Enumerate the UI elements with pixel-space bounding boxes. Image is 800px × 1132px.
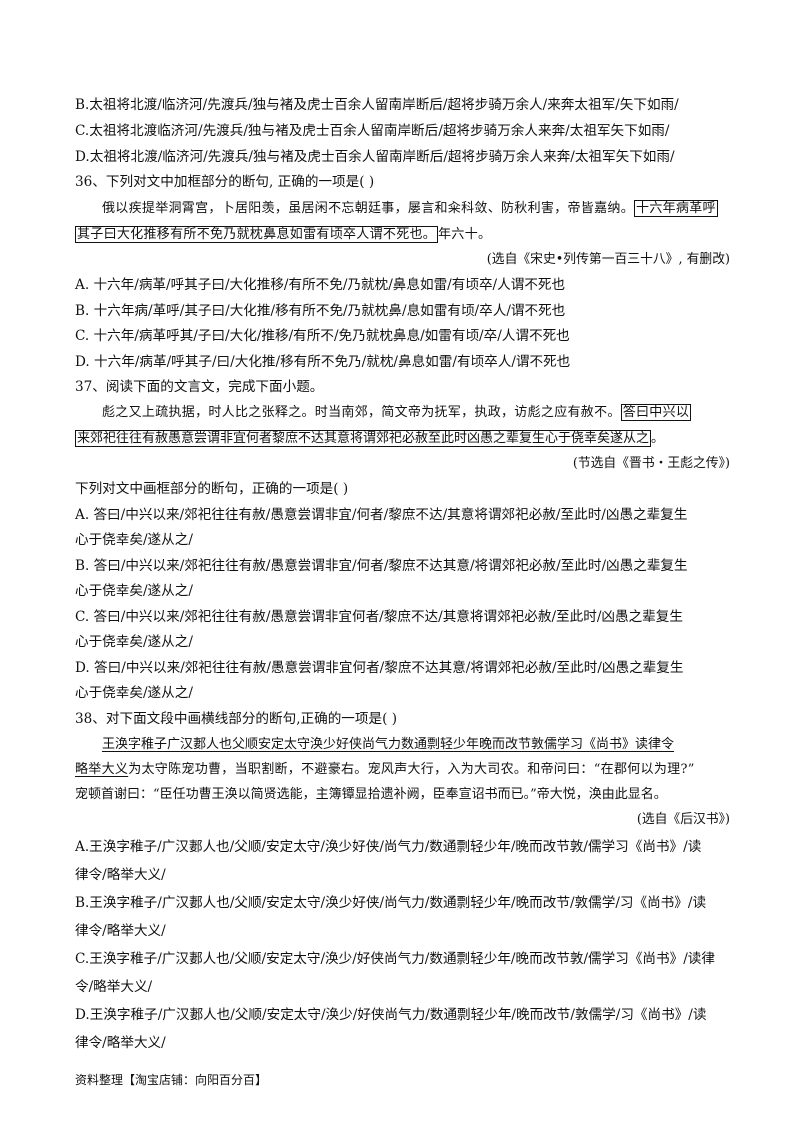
q37-option-c-line2: 心于侥幸矣/遂从之/ (75, 634, 193, 650)
q37-option-c-line1: C. 答曰/中兴以来/郊祀往往有赦/愚意尝谓非宜何者/黎庶不达/其意将谓郊祀必赦… (75, 609, 683, 625)
q35-option-b: B.太祖将北渡/临济河/先渡兵/独与褚及虎士百余人留南岸断后/超将步骑万余人/来… (75, 97, 679, 113)
q38-option-a-line2: 律令/略举大义/ (75, 867, 166, 883)
q37-passage-line1: 彪之又上疏执据，时人比之张释之。时当南郊，简文帝为抚军，执政，访彪之应有赦不。答… (75, 402, 730, 424)
q36-stem: 36、下列对文中加框部分的断句, 正确的一项是( ) (75, 174, 375, 190)
q36-boxed-part1: 十六年病革呼 (634, 200, 718, 217)
q37-prompt: 下列对文中画框部分的断句，正确的一项是( ) (75, 481, 349, 497)
q37-option-b-line1: B. 答曰/中兴以来/郊祀往往有赦/愚意尝谓非宜/何者/黎庶不达其意/将谓郊祀必… (75, 558, 688, 574)
q37-source: (节选自《晋书・王彪之传》) (572, 456, 730, 471)
q37-option-a-line2: 心于侥幸矣/遂从之/ (75, 532, 193, 548)
q38-passage-line3: 宠顿首谢曰：“臣任功曹王涣以简贤选能，主簿镡显拾遗补阙，臣奉宣诏书而已。”帝大悦… (75, 787, 667, 802)
q36-option-d: D. 十六年/病革/呼其子/曰/大化推/移有所不免乃/就枕/鼻息如雷/有顷卒人/… (75, 354, 571, 370)
q38-passage-line2: 略举大义为太守陈宠功曹，当职割断，不避豪右。宠风声大行，入为大司农。和帝问曰：“… (75, 759, 730, 781)
q35-option-d: D.太祖将北渡/临济河/先渡兵/独与褚及虎士百余人留南岸断后/超将步骑万余人来奔… (75, 149, 675, 165)
q38-option-b-line1: B.王涣字稚子/广汉郪人也/父顺/安定太守/涣少好侠/尚气力/数通剽轻少年/晚而… (75, 895, 707, 911)
q38-option-c-line2: 令/略举大义/ (75, 979, 153, 995)
q36-passage-line1: 俄以疾提举洞霄宫，卜居阳羡，虽居闲不忘朝廷事，屡言和籴科敛、防秋利害，帝皆嘉纳。… (75, 198, 730, 220)
page-footer: 资料整理【淘宝店铺：向阳百分百】 (75, 1073, 268, 1087)
q37-stem: 37、阅读下面的文言文，完成下面小题。 (75, 379, 324, 395)
q38-option-b-line2: 律令/略举大义/ (75, 923, 166, 939)
q38-option-d-line2: 律令/略举大义/ (75, 1035, 166, 1051)
q37-boxed-part1: 答曰中兴以 (620, 404, 692, 421)
q37-passage-line2: 来郊祀往往有赦愚意尝谓非宜何者黎庶不达其意将谓郊祀必赦至此时凶愚之辈复生心于侥幸… (75, 428, 730, 450)
q38-option-a-line1: A.王涣字稚子/广汉郪人也/父顺/安定太守/涣少好侠/尚气力/数通剽轻少年/晚而… (75, 839, 702, 855)
q37-option-d-line1: D. 答曰/中兴以来/郊祀往往有赦/愚意尝谓非宜何者/黎庶不达其意/将谓郊祀必赦… (75, 660, 684, 676)
q37-passage-tail: 。 (651, 431, 665, 446)
q38-underlined-part2: 略举大义 (75, 762, 129, 777)
q36-option-c: C. 十六年/病革呼其/子曰/大化/推移/有所不/免乃就枕鼻息/如雷有顷/卒/人… (75, 328, 570, 344)
q37-option-d-line2: 心于侥幸矣/遂从之/ (75, 685, 193, 701)
q38-underlined-part1: 王涣字稚子广汉郪人也父顺安定太守涣少好侠尚气力数通剽轻少年晚而改节敦儒学习《尚书… (102, 737, 675, 752)
q38-passage-text: 为太守陈宠功曹，当职割断，不避豪右。宠风声大行，入为大司农。和帝问曰：“在郡何以… (128, 762, 695, 777)
q35-option-c: C.太祖将北渡临济河/先渡兵/独与褚及虎士百余人留南岸断后/超将步骑万余人来奔/… (75, 123, 670, 139)
q37-boxed-part2: 来郊祀往往有赦愚意尝谓非宜何者黎庶不达其意将谓郊祀必赦至此时凶愚之辈复生心于侥幸… (75, 430, 652, 447)
q38-source: (选自《后汉书》) (636, 812, 730, 827)
q37-option-b-line2: 心于侥幸矣/遂从之/ (75, 583, 193, 599)
q38-option-d-line1: D.王涣字稚子/广汉郪人也/父顺/安定太守/涣少/好侠尚气力/数通剽轻少年/晚而… (75, 1007, 707, 1023)
q36-source: (选自《宋史•列传第一百三十八》, 有删改) (486, 252, 730, 267)
q36-option-b: B. 十六年病/革呼/其子曰/大化推/移有所不免/乃就枕鼻/息如雷有顷/卒人/谓… (75, 303, 566, 319)
q36-option-a: A. 十六年/病革/呼其子曰/大化推移/有所不免/乃就枕/鼻息如雷/有顷卒/人谓… (75, 277, 566, 293)
q36-boxed-part2: 其子曰大化推移有所不免乃就枕鼻息如雷有顷卒人谓不死也。 (75, 226, 439, 243)
q38-stem: 38、对下面文段中画横线部分的断句,正确的一项是( ) (75, 711, 398, 727)
q38-passage-line1: 王涣字稚子广汉郪人也父顺安定太守涣少好侠尚气力数通剽轻少年晚而改节敦儒学习《尚书… (75, 734, 730, 756)
q37-passage-text: 彪之又上疏执据，时人比之张释之。时当南郊，简文帝为抚军，执政，访彪之应有赦不。 (102, 405, 621, 420)
q36-passage-line2: 其子曰大化推移有所不免乃就枕鼻息如雷有顷卒人谓不死也。年六十。 (75, 224, 730, 246)
q36-passage-tail: 年六十。 (438, 227, 492, 242)
q36-passage-text: 俄以疾提举洞霄宫，卜居阳羡，虽居闲不忘朝廷事，屡言和籴科敛、防秋利害，帝皆嘉纳。 (102, 201, 635, 216)
q38-option-c-line1: C.王涣字稚子/广汉郪人也/父顺/安定太守/涣少/好侠尚气力/数通剽轻少年/晚而… (75, 951, 715, 967)
q37-option-a-line1: A. 答曰/中兴以来/郊祀往往有赦/愚意尝谓非宜/何者/黎庶不达/其意将谓郊祀必… (75, 507, 688, 523)
